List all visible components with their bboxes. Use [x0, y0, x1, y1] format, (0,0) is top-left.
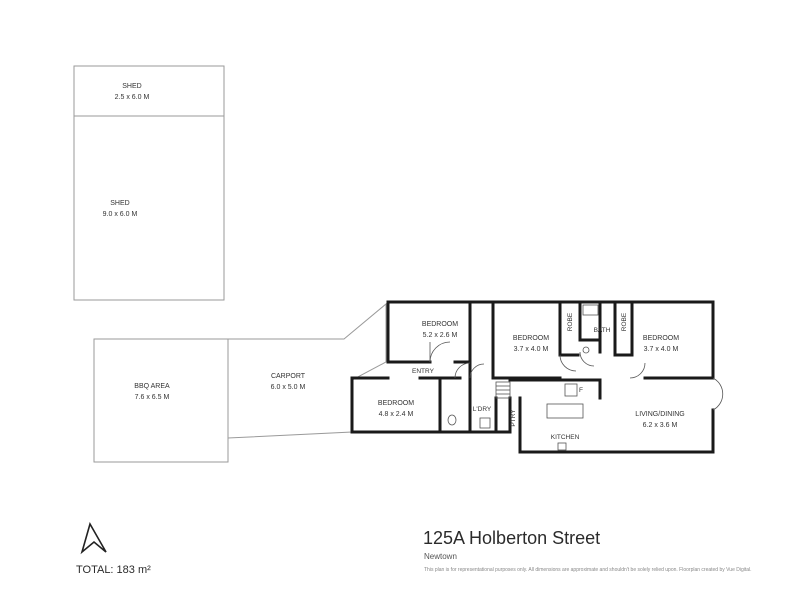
shed-large-dims: 9.0 x 6.0 M: [103, 211, 138, 218]
bbq-area-name: BBQ AREA: [134, 383, 170, 390]
shed-large-name: SHED: [110, 200, 129, 207]
fridge-label: F: [579, 387, 583, 394]
bbq-area-dims: 7.6 x 6.5 M: [135, 394, 170, 401]
house-walls: [350, 300, 715, 454]
north-arrow-icon: [80, 522, 107, 555]
living-dims: 6.2 x 3.6 M: [643, 422, 678, 429]
carport: CARPORT 6.0 x 5.0 M: [227, 302, 387, 439]
shed-small: SHED 2.5 x 6.0 M: [73, 65, 225, 117]
robe2-label: ROBE: [621, 312, 628, 331]
bath-label: BATH: [594, 327, 611, 334]
room-labels: BEDROOM 5.2 x 2.6 M BEDROOM 3.7 x 4.0 M …: [378, 312, 685, 441]
carport-dims: 6.0 x 5.0 M: [271, 384, 306, 391]
living-name: LIVING/DINING: [635, 411, 684, 418]
bedroom1-name: BEDROOM: [422, 321, 458, 328]
total-area: TOTAL: 183 m²: [76, 564, 151, 576]
bedroom3-name: BEDROOM: [643, 335, 679, 342]
shed-large: SHED 9.0 x 6.0 M: [73, 115, 225, 301]
pantry-label: PTRY: [510, 409, 517, 427]
bedroom3-dims: 3.7 x 4.0 M: [644, 346, 679, 353]
bedroom2-dims: 3.7 x 4.0 M: [514, 346, 549, 353]
entry-label: ENTRY: [412, 368, 435, 375]
bedroom1-dims: 5.2 x 2.6 M: [423, 332, 458, 339]
shed-small-name: SHED: [122, 83, 141, 90]
kitchen-label: KITCHEN: [551, 434, 580, 441]
property-address: 125A Holberton Street: [423, 528, 601, 548]
bbq-area: BBQ AREA 7.6 x 6.5 M: [93, 338, 229, 463]
laundry-label: L'DRY: [473, 406, 492, 413]
bedroom2-name: BEDROOM: [513, 335, 549, 342]
doors-fixtures: [429, 304, 724, 451]
property-suburb: Newtown: [424, 552, 457, 561]
disclaimer-text: This plan is for representational purpos…: [424, 567, 752, 573]
robe1-label: ROBE: [567, 312, 574, 331]
bedroom4-name: BEDROOM: [378, 400, 414, 407]
shed-small-dims: 2.5 x 6.0 M: [115, 94, 150, 101]
bedroom4-dims: 4.8 x 2.4 M: [379, 411, 414, 418]
carport-name: CARPORT: [271, 373, 306, 380]
